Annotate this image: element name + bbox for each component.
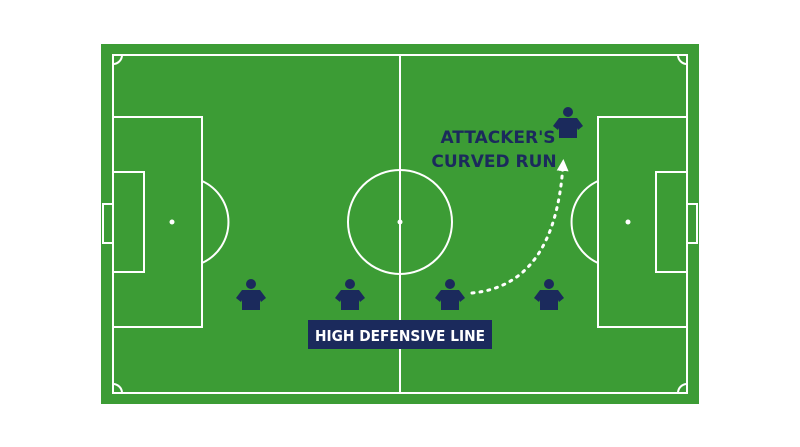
corner-arc-bottom-left xyxy=(112,383,123,394)
attacker-run-label-line1: ATTACKER'S xyxy=(440,128,555,148)
corner-arc-top-left xyxy=(112,54,123,65)
attacker-run-label-line2: CURVED RUN xyxy=(431,152,556,172)
defensive-line-label: HIGH DEFENSIVE LINE xyxy=(308,320,492,349)
right-penalty-spot xyxy=(625,219,631,225)
left-goal xyxy=(102,203,114,244)
defensive-line-label-text: HIGH DEFENSIVE LINE xyxy=(315,327,485,345)
right-goal xyxy=(686,203,698,244)
attacker-run-label: ATTACKER'S CURVED RUN xyxy=(431,128,556,172)
left-penalty-spot xyxy=(169,219,175,225)
defensive-line-label-box xyxy=(308,320,492,349)
left-penalty-arc xyxy=(201,180,230,264)
right-penalty-arc xyxy=(570,180,599,264)
curved-run-arrow xyxy=(470,159,569,295)
center-spot xyxy=(397,219,403,225)
center-circle xyxy=(347,169,453,275)
corner-arc-bottom-right xyxy=(677,383,688,394)
corner-arc-top-right xyxy=(677,54,688,65)
